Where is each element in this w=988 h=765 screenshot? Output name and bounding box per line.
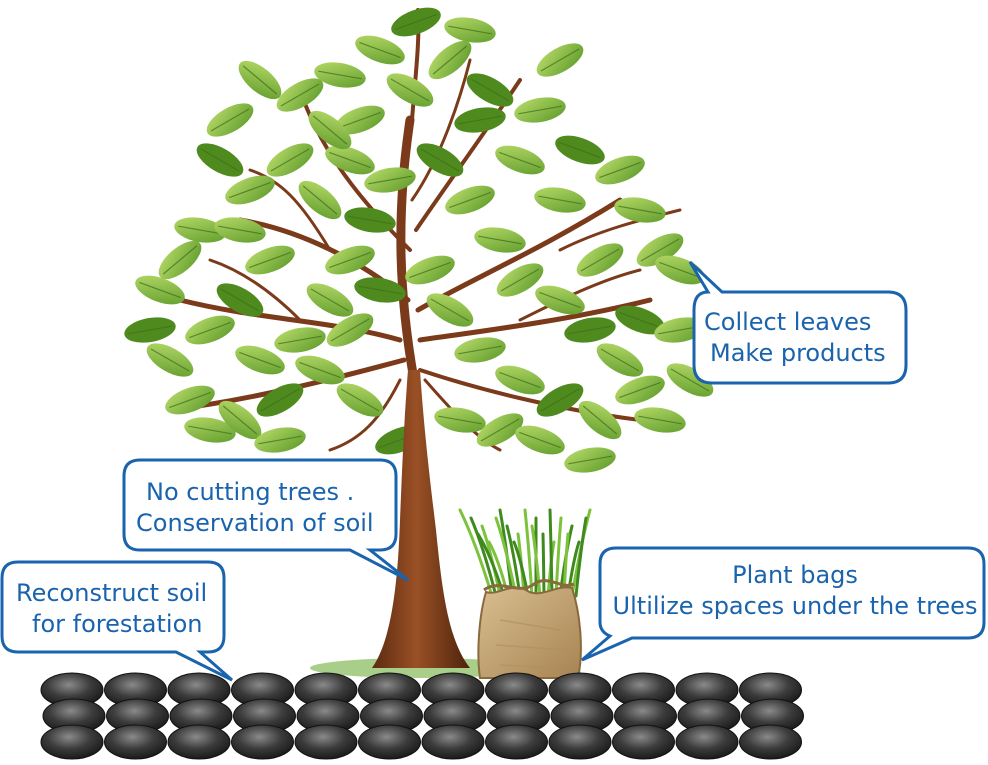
callout-bubble-no-cutting [122,458,409,582]
callout-bubble-leaves [688,260,908,385]
tree-trunk [372,370,470,668]
callout-reconstruct-soil-line1: Reconstruct soil [16,579,208,607]
callout-reconstruct-soil-line2: for forestation [32,610,203,638]
callout-no-cutting-line2: Conservation of soil [136,509,374,537]
soil-stone-wall [40,672,804,760]
callout-plant-bags-line2: Ultilize spaces under the trees [612,592,978,620]
callout-no-cutting: No cutting trees . Conservation of soil [136,477,374,539]
callout-plant-bags: Plant bags Ultilize spaces under the tre… [610,560,980,622]
callout-reconstruct-soil: Reconstruct soil for forestation [16,578,207,640]
callout-collect-leaves-line2: Make products [710,339,886,367]
plant-bag [458,508,592,679]
callout-plant-bags-line1: Plant bags [732,561,858,589]
callout-no-cutting-line1: No cutting trees . [146,478,355,506]
tree-canopy [124,7,714,473]
callout-collect-leaves-line1: Collect leaves [704,308,872,336]
callout-collect-leaves: Collect leaves Make products [704,307,886,369]
callout-bubble-plant-bags [581,546,986,662]
tree-branches [167,8,682,452]
callout-bubble-reconstruct-soil [0,560,233,682]
